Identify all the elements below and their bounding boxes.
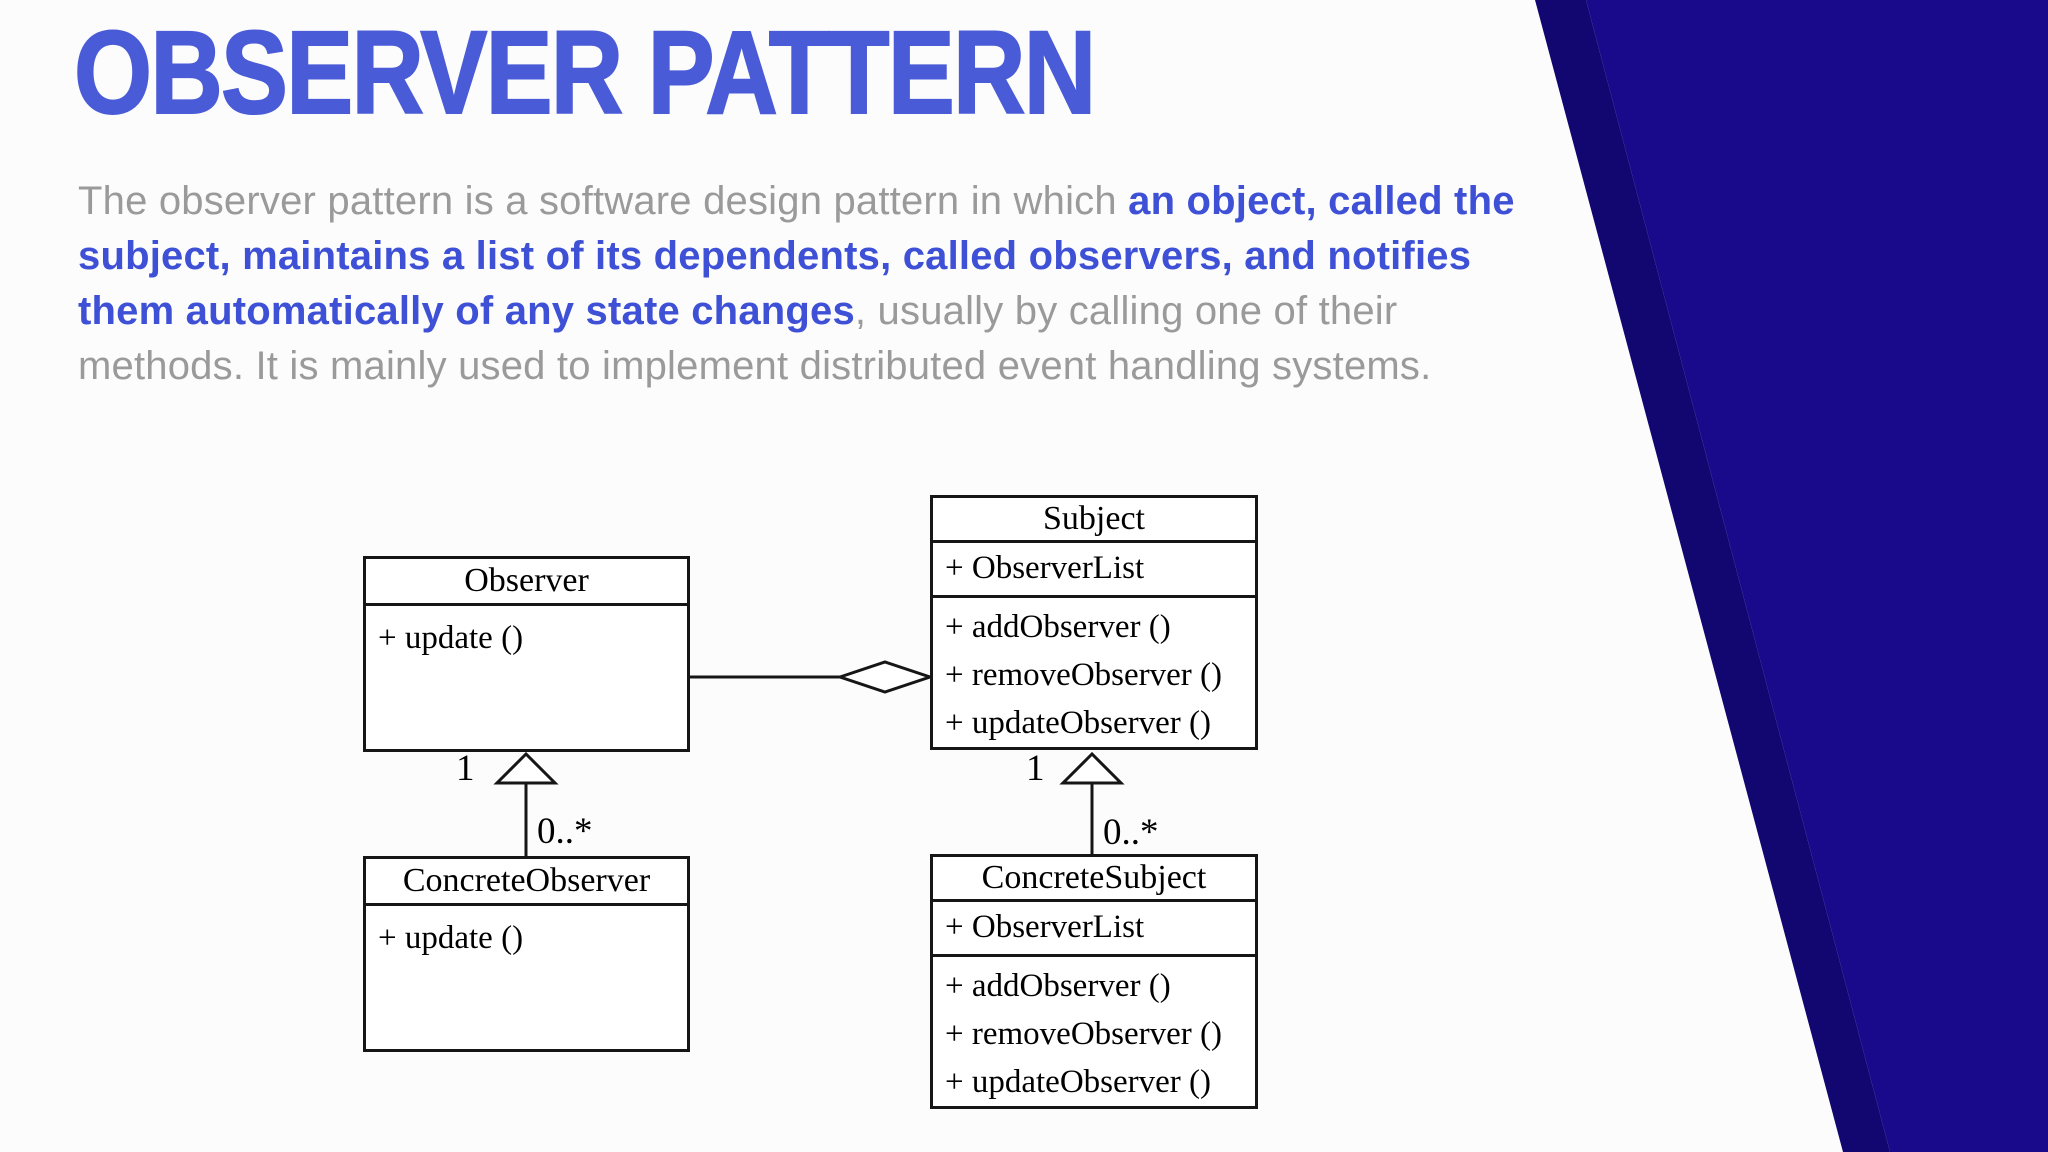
class-box-concrete-observer: ConcreteObserver + update () — [363, 856, 690, 1052]
multiplicity-label: 1 — [1026, 748, 1045, 789]
page-title: OBSERVER PATTERN — [73, 7, 1097, 139]
class-box-concrete-subject: ConcreteSubject + ObserverList + addObse… — [930, 854, 1258, 1109]
class-methods: + addObserver () + removeObserver () + u… — [933, 598, 1255, 747]
class-method: + removeObserver () — [945, 657, 1222, 693]
multiplicity-label: 0..* — [1103, 812, 1159, 853]
intro-text-trail: , usually by calling one of their method… — [78, 289, 1432, 388]
intro-text-emphasis: an object, called the subject, maintains… — [78, 179, 1515, 333]
class-attribute: + ObserverList — [933, 543, 1255, 598]
class-title: Observer — [366, 559, 687, 606]
intro-paragraph: The observer pattern is a software desig… — [78, 174, 1563, 394]
inheritance-triangle-icon-right — [1059, 751, 1125, 785]
multiplicity-label: 0..* — [537, 811, 593, 852]
inheritance-triangle-icon-left — [493, 751, 559, 785]
intro-text-lead: The observer pattern is a software desig… — [78, 179, 1129, 223]
class-title: ConcreteObserver — [366, 859, 687, 906]
multiplicity-label: 1 — [456, 748, 475, 789]
aggregation-diamond-icon — [835, 660, 935, 694]
class-title: ConcreteSubject — [933, 857, 1255, 902]
class-method: + update () — [378, 620, 524, 656]
class-methods: + addObserver () + removeObserver () + u… — [933, 957, 1255, 1106]
class-method: + addObserver () — [945, 609, 1171, 645]
class-method: + updateObserver () — [945, 1064, 1211, 1100]
class-method: + updateObserver () — [945, 705, 1211, 741]
class-methods: + update () — [366, 606, 687, 749]
class-box-subject: Subject + ObserverList + addObserver () … — [930, 495, 1258, 750]
class-method: + addObserver () — [945, 968, 1171, 1004]
class-method: + update () — [378, 920, 524, 956]
class-methods: + update () — [366, 906, 687, 1049]
class-method: + removeObserver () — [945, 1016, 1222, 1052]
class-attribute: + ObserverList — [933, 902, 1255, 957]
class-box-observer: Observer + update () — [363, 556, 690, 752]
class-title: Subject — [933, 498, 1255, 543]
